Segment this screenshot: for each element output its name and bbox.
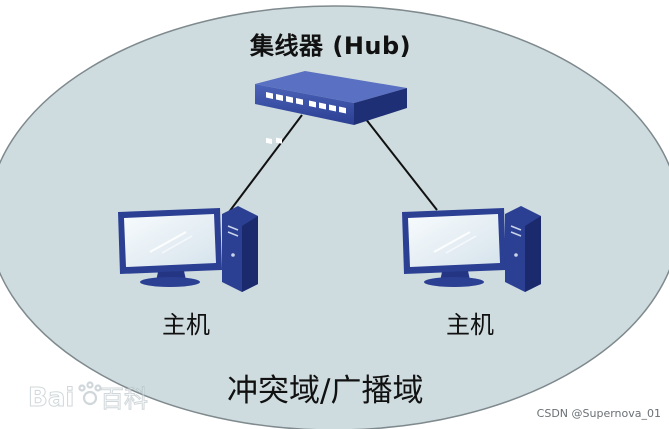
hub-label: 集线器 (Hub) (250, 32, 412, 60)
network-hub-icon (255, 71, 407, 144)
link-left (225, 114, 303, 217)
host-label-left: 主机 (162, 311, 210, 339)
domain-label: 冲突域/广播域 (227, 373, 424, 409)
svg-text:Bai: Bai (28, 383, 74, 413)
baidu-baike-watermark-logo: Bai 百科 (28, 381, 149, 414)
desktop-computer-icon-right (402, 206, 541, 292)
desktop-computer-icon-left (118, 206, 258, 292)
network-links (225, 114, 438, 217)
collision-domain-area (0, 5, 669, 429)
host-label-right: 主机 (446, 311, 494, 339)
link-right (364, 117, 438, 211)
csdn-credit: CSDN @Supernova_01 (536, 407, 661, 420)
svg-text:百科: 百科 (100, 385, 148, 413)
